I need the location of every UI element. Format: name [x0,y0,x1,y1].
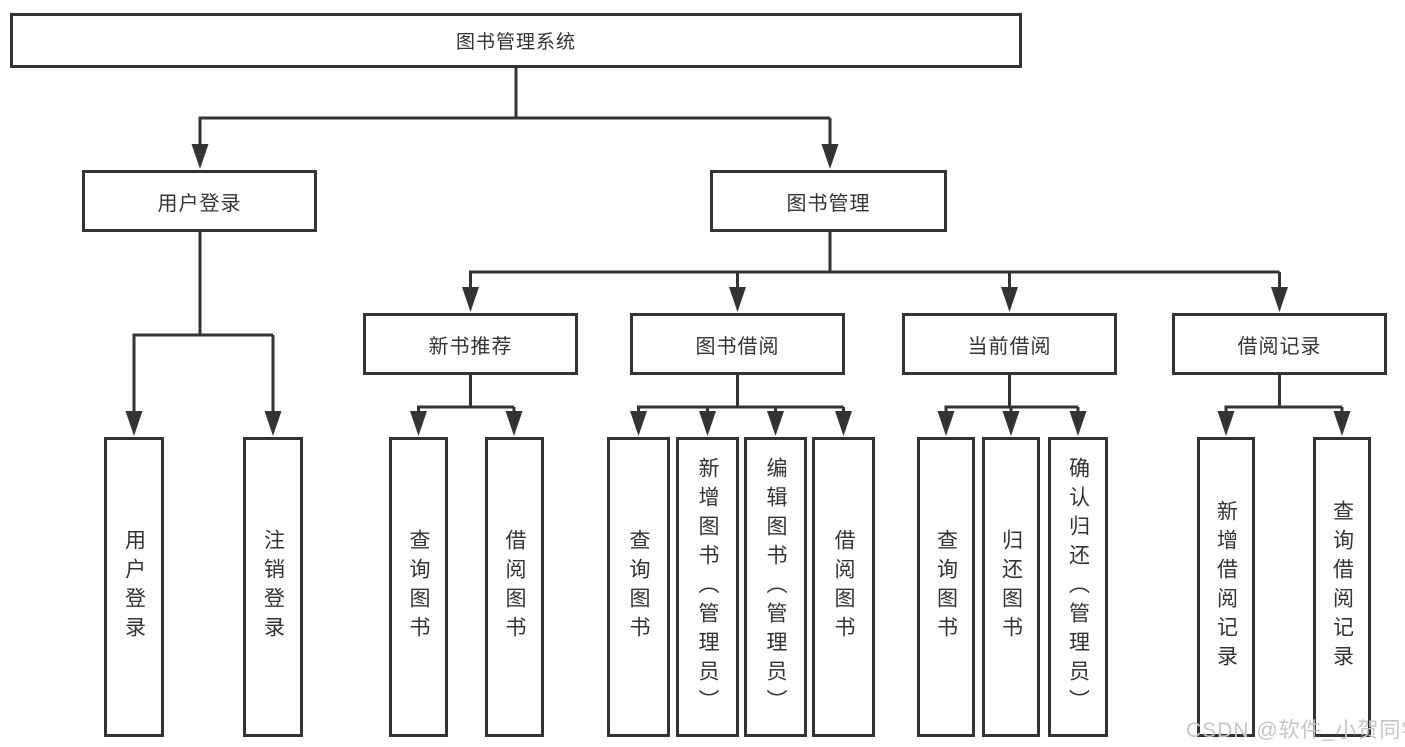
leaf-recommend-borrow-books: 借阅图书 [485,437,544,737]
node-label: 查询图书 [934,529,958,645]
node-label: 用户登录 [157,192,242,215]
csdn-watermark: CSDN @软件_小贺同学 [1186,719,1405,742]
connector-borrow-to-leaves [630,375,852,436]
leaf-borrow-query-books: 查询图书 [607,437,670,737]
node-label: 新书推荐 [428,335,513,358]
node-library-management-system: 图书管理系统 [10,13,1022,68]
node-book-management: 图书管理 [710,170,947,232]
node-label: 借阅图书 [832,529,855,645]
leaf-records-query-record: 查询借阅记录 [1313,437,1371,737]
node-user-login: 用户登录 [82,170,317,232]
node-new-book-recommend: 新书推荐 [363,313,578,375]
node-label: 确认归还（管理员） [1066,456,1090,718]
node-label: 编辑图书（管理员） [764,456,787,718]
leaf-recommend-query-books: 查询图书 [389,437,448,737]
leaf-current-return-books: 归还图书 [982,437,1040,737]
connector-userlogin-to-leaves [125,232,282,436]
leaf-user-login: 用户登录 [104,437,164,737]
node-label: 注销登录 [261,529,285,645]
leaf-current-query-books: 查询图书 [917,437,975,737]
connector-records-to-leaves [1217,375,1351,436]
node-label: 新增图书（管理员） [696,456,719,718]
node-label: 归还图书 [999,529,1023,645]
node-label: 借阅记录 [1237,335,1322,358]
node-label: 当前借阅 [967,335,1052,358]
node-borrow-records: 借阅记录 [1172,313,1387,375]
node-current-borrow: 当前借阅 [902,313,1117,375]
node-label: 用户登录 [122,529,146,645]
leaf-borrow-add-books-admin: 新增图书（管理员） [676,437,739,737]
connector-recommend-to-leaves [410,375,523,436]
node-book-borrow: 图书借阅 [630,313,845,375]
connector-root-to-level1 [191,68,839,169]
node-label: 查询图书 [627,529,650,645]
leaf-logout: 注销登录 [243,437,303,737]
leaf-records-add-record: 新增借阅记录 [1197,437,1255,737]
node-label: 图书管理 [786,192,871,215]
leaf-borrow-borrow-books: 借阅图书 [812,437,875,737]
node-label: 图书借阅 [695,335,780,358]
node-label: 借阅图书 [503,529,526,645]
node-label: 新增借阅记录 [1214,500,1238,674]
leaf-borrow-edit-books-admin: 编辑图书（管理员） [744,437,807,737]
node-label: 查询图书 [407,529,430,645]
node-label: 图书管理系统 [455,32,576,53]
node-label: 查询借阅记录 [1330,500,1354,674]
connector-current-to-leaves [937,375,1087,436]
connector-bookmgmt-to-level2 [462,232,1288,312]
leaf-current-confirm-return-admin: 确认归还（管理员） [1048,437,1108,737]
